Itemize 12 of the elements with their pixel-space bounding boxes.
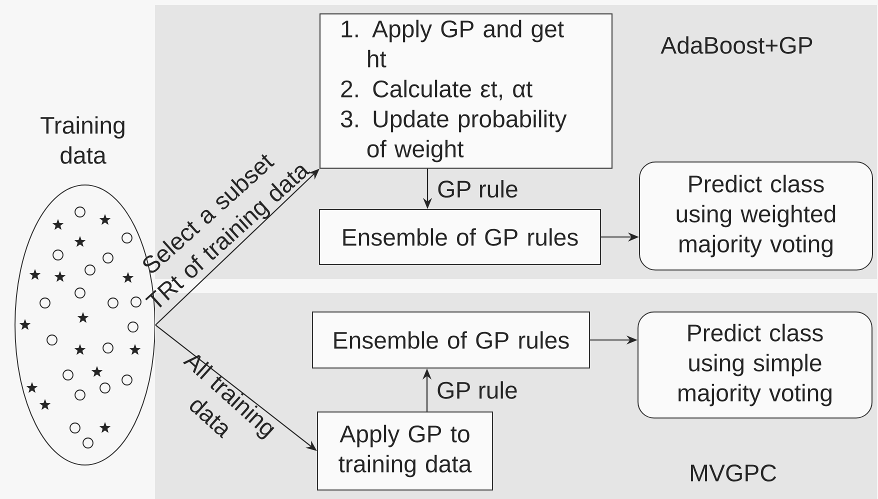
process-box: Apply GP to training data	[317, 412, 493, 490]
list-item: 3. Update probability of weight	[340, 110, 567, 162]
edge-label: GP rule	[438, 381, 517, 399]
result-box: Predict class using weighted majority voting	[639, 162, 873, 270]
list-item: 2. Calculate εt, αt	[341, 80, 532, 100]
edge-label: GP rule	[438, 180, 518, 198]
process-box: Ensemble of GP rules	[319, 209, 601, 265]
list-item: 1. Apply GP and get ht	[342, 20, 564, 68]
process-box: Ensemble of GP rules	[312, 312, 590, 368]
process-box	[320, 13, 612, 169]
ellipse-heading: Training data	[40, 116, 124, 164]
result-box: Predict class using simple majority voting	[638, 312, 872, 418]
